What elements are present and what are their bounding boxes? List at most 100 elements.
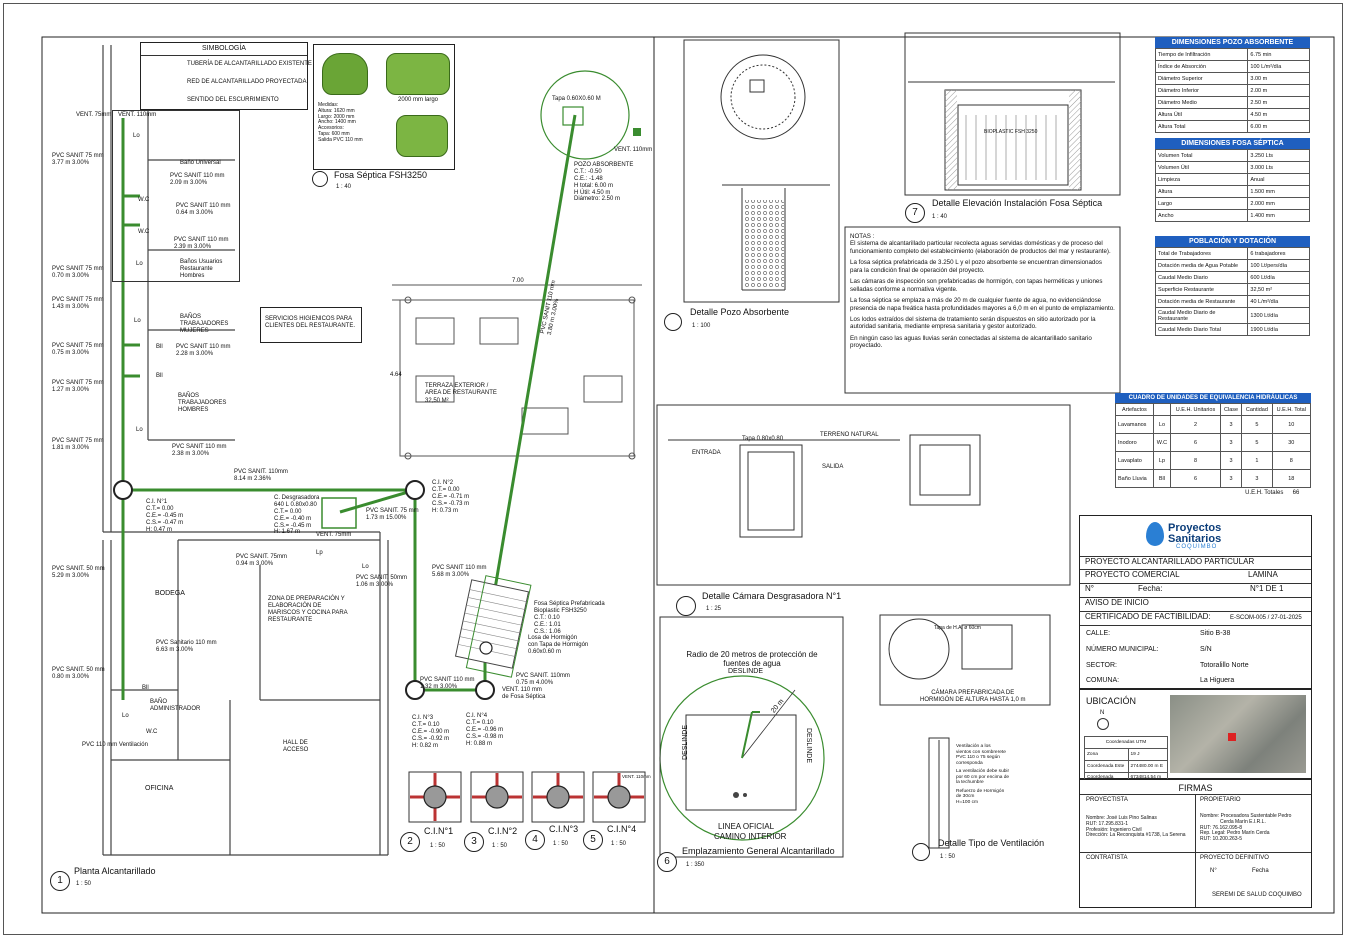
fosa-detail-scale: 1 : 40 — [336, 184, 352, 190]
table-label-cell: Volumen Total — [1154, 149, 1249, 162]
tb-calle-value: Sitio B-38 — [1200, 630, 1231, 637]
table-label-cell: Limpieza — [1154, 173, 1249, 186]
cin-detail-title: C.I.N°2 — [488, 826, 518, 836]
note-paragraph: La fosa séptica se emplaza a más de 20 m… — [850, 297, 1115, 312]
servicios-callout: SERVICIOS HIGIENICOS PARA CLIENTES DEL R… — [260, 307, 362, 343]
table-label-cell: Altura Total — [1154, 120, 1249, 133]
table-label-cell: Superficie Restaurante — [1154, 283, 1249, 296]
utm-header-row: Coordenadas UTM — [1084, 736, 1168, 749]
table-fosa-title: DIMENSIONES FOSA SÉPTICA — [1155, 138, 1310, 149]
fosa-tank-side-icon — [386, 53, 450, 95]
table-value-cell: 3.000 Lts — [1247, 161, 1310, 174]
utm-title: Coordenadas UTM — [1084, 736, 1168, 749]
dim-464: 4.64 — [390, 372, 402, 378]
lo-marker-5: Lo — [122, 713, 129, 719]
lo-marker-6: Lo — [362, 564, 369, 570]
definitivo-label: PROYECTO DEFINITIVO — [1200, 855, 1269, 861]
camara-terreno: TERRENO NATURAL — [820, 432, 879, 438]
cin4-vent-label: VENT. 110mm — [622, 774, 651, 779]
definitivo-n: N° — [1210, 868, 1217, 874]
elev-title: Detalle Elevación Instalación Fosa Sépti… — [932, 198, 1103, 208]
cin-detail-title: C.I.N°1 — [424, 826, 454, 836]
cin-detail-number: 2 — [400, 832, 420, 852]
utm-label: Coordenada Este — [1084, 760, 1129, 773]
table-value-cell: 6.00 m — [1247, 120, 1310, 133]
cin-detail-scale: 1 : 50 — [611, 841, 627, 847]
bll-marker-1: Bll — [156, 344, 163, 350]
table-value-cell: 1900 Lt/día — [1247, 323, 1310, 336]
table-label-cell: Altura — [1154, 185, 1249, 198]
camara-salida: SALIDA — [822, 464, 844, 470]
pozo-detail-scale: 1 : 100 — [692, 323, 711, 329]
camara-tapa: Tapa 0.80x0.80 — [742, 436, 784, 442]
cin-detail-title: C.I.N°3 — [549, 824, 579, 834]
empl-deslinde-top: DESLINDE — [728, 668, 764, 675]
proyectista-label: PROYECTISTA — [1086, 797, 1128, 803]
logo-line2: Sanitarios — [1168, 533, 1222, 545]
cin-detail-number: 3 — [464, 832, 484, 852]
table-header-cell — [1152, 403, 1172, 416]
tb-numero-label: NÚMERO MUNICIPAL: — [1086, 646, 1159, 653]
table-value-cell: 600 Lt/día — [1247, 271, 1310, 284]
table-poblacion: POBLACIÓN Y DOTACIÓN Total de Trabajador… — [1154, 236, 1310, 336]
cin-detail-number: 4 — [525, 830, 545, 850]
table-label-cell: Diámetro Medio — [1154, 96, 1249, 109]
plan-number: 1 — [50, 871, 70, 891]
pozo-detail-title: Detalle Pozo Absorbente — [690, 307, 790, 317]
table-cell: 3 — [1219, 451, 1243, 470]
utm-label: Zona — [1084, 748, 1129, 761]
bll-marker-3: Bll — [142, 685, 149, 691]
table-header-cell: Artefactos — [1115, 403, 1154, 416]
legend-box: SIMBOLOGÍA TUBERÍA DE ALCANTARILLADO EXI… — [140, 42, 312, 110]
table-label-cell: Diámetro Inferior — [1154, 84, 1249, 97]
north-label: N — [1100, 710, 1105, 716]
table-cell: Lp — [1152, 451, 1172, 470]
toilet-block-outline — [112, 110, 240, 282]
tb-calle-label: CALLE: — [1086, 630, 1111, 637]
contratista-label: CONTRATISTA — [1086, 855, 1128, 861]
table-value-cell: 2.00 m — [1247, 84, 1310, 97]
note-paragraph: Las cámaras de inspección son prefabrica… — [850, 278, 1103, 293]
table-header-cell: U.E.H. Unitarios — [1170, 403, 1221, 416]
camara-tapa-ha: Tapa de H.A. ø 60cm — [934, 625, 981, 631]
tb-proyecto: PROYECTO ALCANTARILLADO PARTICULAR — [1080, 556, 1311, 570]
title-block: Proyectos Sanitarios COQUIMBO PROYECTO A… — [1079, 515, 1312, 689]
table-cell: 6 — [1170, 433, 1221, 452]
elev-number: 7 — [905, 203, 925, 223]
firmas-block: FIRMAS PROYECTISTA PROPIETARIO Nombre: J… — [1079, 779, 1312, 908]
legend-title: SIMBOLOGÍA — [202, 45, 246, 52]
table-label-cell: Dotación media de Agua Potable — [1154, 259, 1249, 272]
table-cell: 1 — [1241, 451, 1273, 470]
utm-value: 274480.00 m E — [1127, 760, 1168, 773]
wc-marker-1: W.C — [138, 197, 150, 203]
lo-marker-4: Lo — [136, 427, 143, 433]
empl-deslinde-left: DESLINDE — [682, 724, 689, 760]
note-paragraph: La fosa séptica prefabricada de 3.250 L … — [850, 259, 1102, 274]
legend-item-flow: SENTIDO DEL ESCURRIMIENTO — [187, 97, 279, 103]
table-cell: 8 — [1170, 451, 1221, 470]
table-cell: 3 — [1219, 415, 1243, 434]
tb-cert-row: CERTIFICADO DE FACTIBILIDAD: E-SCOM-005 … — [1080, 612, 1311, 626]
